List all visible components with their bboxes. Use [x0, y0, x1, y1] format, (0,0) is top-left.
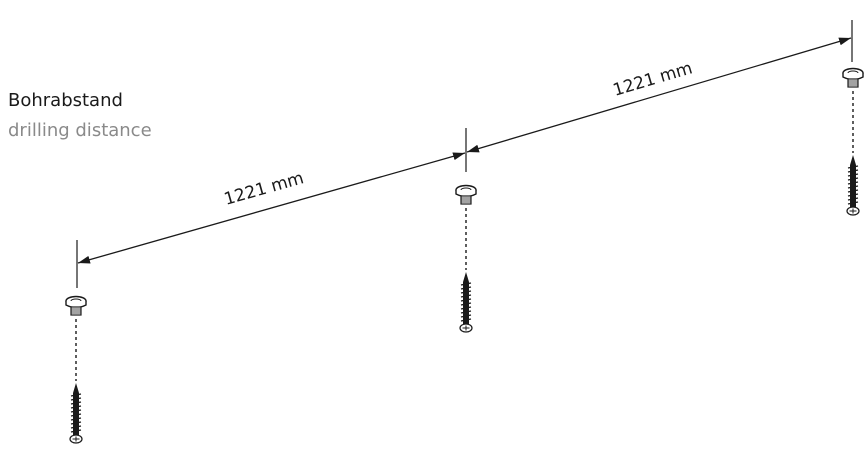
anchor-assembly-right — [842, 67, 864, 216]
anchor-assembly-left — [65, 295, 87, 444]
legend: Bohrabstand drilling distance — [8, 88, 152, 144]
dimension-line-left — [77, 152, 466, 264]
dimension-line-right — [466, 37, 852, 153]
legend-title-german: Bohrabstand — [8, 90, 123, 111]
dimension-label-left: 1221 mm — [222, 168, 306, 210]
legend-title-english: drilling distance — [8, 120, 152, 141]
anchor-assembly-middle — [455, 184, 477, 333]
dimension-label-right: 1221 mm — [611, 58, 695, 100]
